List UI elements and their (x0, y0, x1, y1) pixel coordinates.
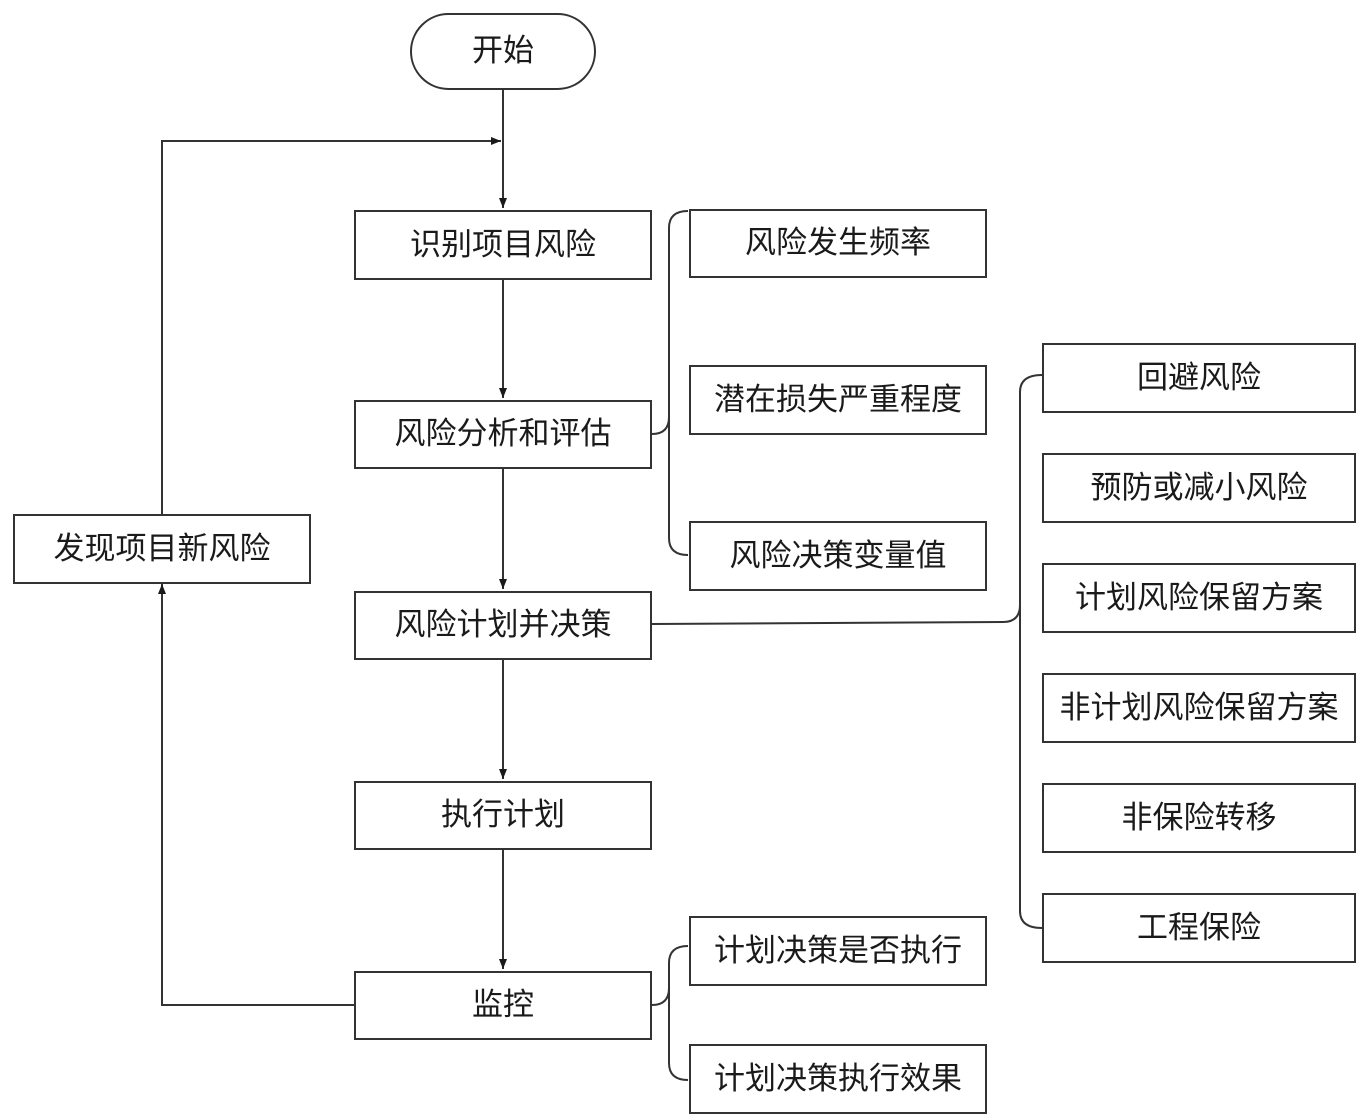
new-risk-node: 发现项目新风险 (13, 514, 311, 584)
plan-option-label: 工程保险 (1137, 909, 1261, 946)
brace-analysis-factors (651, 210, 689, 556)
plan-decide-node: 风险计划并决策 (354, 591, 652, 660)
plan-option-node: 非保险转移 (1042, 783, 1356, 853)
analysis-factor-label: 风险发生频率 (745, 225, 931, 261)
execute-plan-label: 执行计划 (441, 797, 565, 833)
brace-plan-options (651, 374, 1043, 929)
start-label: 开始 (472, 33, 534, 69)
plan-option-node: 预防或减小风险 (1042, 453, 1356, 523)
monitor-check-node: 计划决策执行效果 (689, 1044, 987, 1114)
plan-option-label: 预防或减小风险 (1090, 469, 1308, 506)
execute-plan-node: 执行计划 (354, 781, 652, 850)
analysis-factor-node: 潜在损失严重程度 (689, 365, 987, 435)
plan-option-label: 计划风险保留方案 (1075, 579, 1323, 616)
analysis-factor-label: 潜在损失严重程度 (714, 381, 962, 418)
plan-option-node: 计划风险保留方案 (1042, 563, 1356, 633)
plan-option-node: 非计划风险保留方案 (1042, 673, 1356, 743)
plan-option-label: 回避风险 (1137, 359, 1261, 396)
arrow-monitor-to-new-risk (158, 584, 354, 1006)
monitor-check-label: 计划决策执行效果 (714, 1060, 962, 1097)
plan-option-node: 工程保险 (1042, 893, 1356, 963)
new-risk-label: 发现项目新风险 (53, 530, 271, 567)
analysis-factor-label: 风险决策变量值 (729, 537, 947, 574)
analyze-risk-label: 风险分析和评估 (394, 416, 612, 452)
plan-option-label: 非计划风险保留方案 (1059, 689, 1339, 726)
analysis-factor-node: 风险决策变量值 (689, 521, 987, 591)
monitor-node: 监控 (354, 971, 652, 1040)
plan-decide-label: 风险计划并决策 (394, 607, 612, 643)
plan-option-node: 回避风险 (1042, 343, 1356, 413)
monitor-label: 监控 (472, 987, 534, 1023)
monitor-check-label: 计划决策是否执行 (714, 932, 962, 969)
start-node: 开始 (410, 13, 596, 90)
analyze-risk-node: 风险分析和评估 (354, 400, 652, 469)
analysis-factor-node: 风险发生频率 (689, 209, 987, 278)
identify-risk-node: 识别项目风险 (354, 210, 652, 280)
monitor-check-node: 计划决策是否执行 (689, 916, 987, 986)
plan-option-label: 非保险转移 (1121, 799, 1277, 836)
identify-risk-label: 识别项目风险 (410, 226, 596, 263)
arrow-new-risk-to-main-flow (161, 137, 501, 514)
brace-monitor-checks (651, 945, 689, 1081)
